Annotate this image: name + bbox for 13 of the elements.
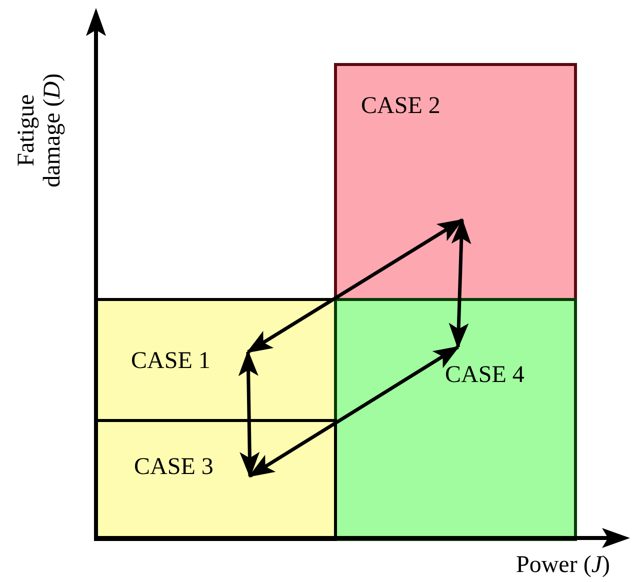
double-arrow [238, 350, 260, 478]
double-arrow [248, 346, 460, 478]
region-label: CASE 1 [131, 349, 210, 373]
region-label: CASE 3 [134, 455, 214, 479]
region-box [334, 63, 577, 301]
region-box [334, 298, 577, 541]
region-box [94, 419, 337, 541]
double-arrow [246, 218, 464, 354]
axis-title: Power (J) [516, 552, 610, 578]
region-label: CASE 4 [445, 363, 524, 387]
double-arrow [448, 218, 472, 349]
region-label: CASE 2 [361, 94, 440, 118]
axis-title: Fatigue damage (D) [14, 72, 66, 190]
